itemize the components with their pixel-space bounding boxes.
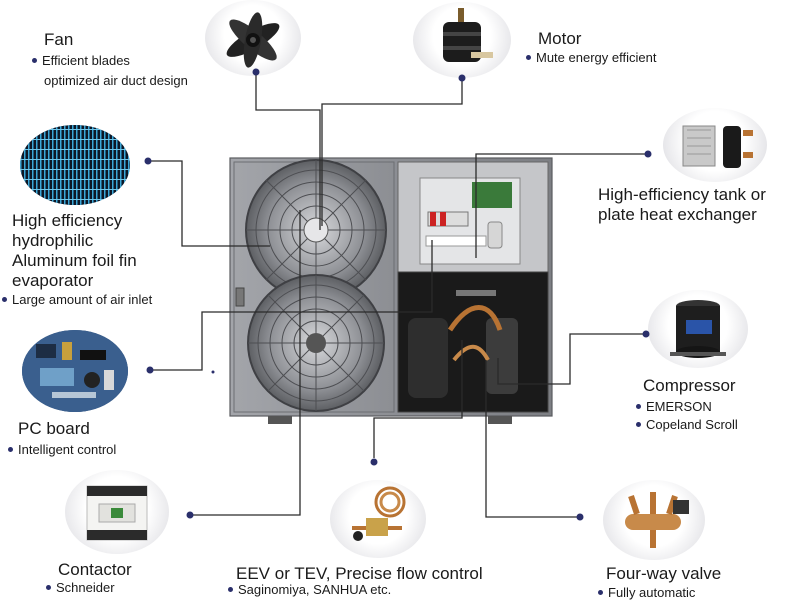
lower-fan-grille [247, 274, 385, 412]
contactor-icon [86, 485, 148, 541]
fourway-photo [603, 480, 705, 560]
evaporator-title-4: evaporator [12, 271, 94, 290]
fan-blade-icon [226, 12, 280, 68]
compressor-title: Compressor [643, 376, 736, 395]
contactor-photo [65, 470, 169, 554]
fan-label: Fan [44, 30, 73, 50]
pcboard-photo [22, 330, 128, 412]
motor-bullet-1: Mute energy efficient [526, 48, 656, 68]
fan-photo [205, 0, 301, 76]
circuit-board-icon [22, 330, 128, 412]
fan-bullet-1: Efficient blades [32, 51, 130, 71]
heat-exchanger-icon [682, 125, 753, 168]
expansion-valve-icon [352, 486, 406, 541]
compressor-photo [648, 290, 748, 368]
evaporator-title-3: Aluminum foil fin [12, 251, 137, 270]
exchanger-title-2: plate heat exchanger [598, 205, 757, 224]
fourway-title: Four-way valve [606, 564, 722, 583]
evaporator-title-1: High efficiency [12, 211, 123, 230]
motor-icon [443, 8, 493, 62]
pcboard-bullet-1: Intelligent control [8, 440, 116, 460]
compressor-icon [670, 300, 726, 358]
exchanger-title-1: High-efficiency tank or [598, 185, 766, 204]
fin-coil-icon [20, 125, 130, 205]
contactor-bullet-1: Schneider [46, 578, 115, 598]
evaporator-photo [20, 125, 130, 205]
fan-title: Fan [44, 30, 74, 49]
fan-bullet-2: optimized air duct design [44, 73, 188, 88]
evaporator-title-2: hydrophilic [12, 231, 94, 250]
pcboard-title: PC board [18, 419, 90, 438]
compressor-bullet-1: EMERSON [636, 397, 712, 417]
evaporator-bullet-1: Large amount of air inlet [2, 290, 152, 310]
contactor-title: Contactor [58, 560, 132, 579]
eev-photo [330, 480, 426, 558]
exchanger-photo [663, 108, 767, 182]
compressor-bullet-2: Copeland Scroll [636, 415, 738, 435]
fourway-bullet-1: Fully automatic [598, 583, 695, 603]
eev-title: EEV or TEV, Precise flow control [236, 564, 483, 583]
four-way-valve-icon [625, 492, 689, 548]
motor-title: Motor [538, 29, 582, 48]
motor-photo [413, 2, 511, 78]
eev-bullet-1: Saginomiya, SANHUA etc. [228, 580, 391, 600]
